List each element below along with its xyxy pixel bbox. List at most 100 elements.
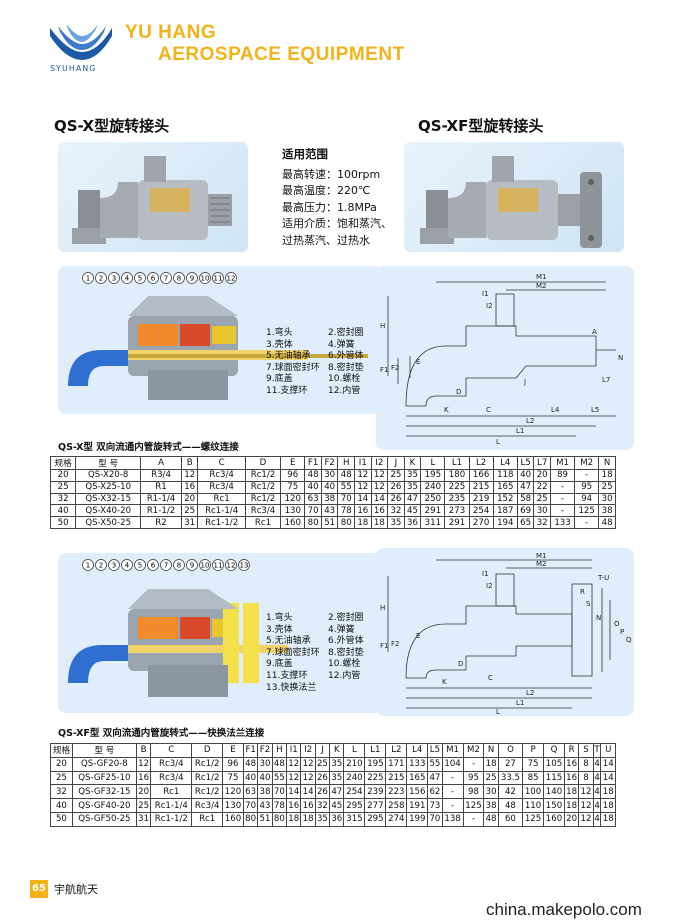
part-number-label: 8 — [177, 562, 181, 570]
column-header: C — [197, 456, 246, 470]
part-number-label: 4 — [125, 275, 130, 283]
dimension-label: M2 — [536, 282, 547, 290]
column-header: Q — [543, 743, 565, 758]
dimension-label: R — [580, 588, 585, 596]
part-number-marker — [212, 272, 224, 284]
table-cell: 12 — [578, 811, 594, 827]
legend-item: 6.外管体 — [328, 351, 364, 362]
part-number-label: 6 — [151, 562, 156, 570]
column-header: L2 — [385, 743, 408, 758]
table-cell: - — [549, 492, 576, 506]
dimension-label: C — [486, 406, 491, 414]
table-cell: 12 — [300, 756, 316, 772]
table-cell: 14 — [354, 492, 372, 506]
column-header: 规格 — [49, 456, 77, 470]
table-cell: 235 — [444, 492, 470, 506]
table-cell: 18 — [300, 811, 316, 827]
column-header: A — [140, 456, 182, 470]
dimension-label: S — [586, 600, 591, 608]
part-number-label: 2 — [99, 275, 103, 283]
table-cell: 18 — [354, 516, 372, 529]
table-cell: QS-X40-20 — [75, 504, 142, 518]
dimension-label: I2 — [486, 302, 493, 310]
column-header: I1 — [354, 456, 372, 470]
column-header: L — [343, 743, 366, 758]
part-number-label: 9 — [190, 275, 194, 283]
dimension-label: L4 — [551, 406, 560, 414]
product-photo-qs-x — [58, 142, 248, 252]
table-cell: 130 — [280, 504, 306, 518]
column-header: F2 — [320, 456, 339, 470]
dimension-label: L — [496, 708, 500, 716]
table-cell: 239 — [364, 784, 387, 800]
table-cell: 35 — [403, 469, 422, 482]
part-number-label: 12 — [227, 562, 236, 570]
legend-item: 3.壳体 — [266, 339, 293, 350]
table-cell: QS-GF50-25 — [71, 811, 137, 827]
dimension-label: C — [488, 674, 493, 682]
table-cell: 26 — [387, 480, 405, 494]
legend-item: 12.内管 — [328, 670, 361, 681]
part-number-marker — [108, 272, 120, 284]
legend-item: 3.壳体 — [266, 624, 293, 635]
table-cell: 115 — [543, 770, 565, 786]
legend-item: 6.外管体 — [328, 636, 364, 647]
table-cell: 20 — [50, 756, 73, 772]
table-cell: 47 — [329, 784, 345, 800]
table-cell: 69 — [516, 504, 535, 518]
table-cell: 273 — [444, 504, 470, 518]
table-cell: 311 — [420, 516, 446, 529]
legend-item: 12.内管 — [328, 385, 361, 396]
part-number-label: 11 — [214, 562, 223, 570]
table-cell: 12 — [370, 469, 389, 482]
table-cell: 43 — [257, 798, 273, 813]
column-header: F2 — [257, 743, 273, 758]
column-header: M1 — [549, 456, 576, 470]
table-cell: - — [549, 504, 576, 518]
table-cell: 48 — [337, 469, 356, 482]
table-cell: 80 — [271, 811, 288, 827]
spec-line: 适用介质：饱和蒸汽、 — [282, 217, 392, 230]
column-header: I1 — [286, 743, 302, 758]
table-cell: 130 — [222, 798, 244, 813]
table-cell: - — [462, 756, 485, 772]
column-header: P — [522, 743, 544, 758]
table-cell: 32 — [50, 784, 73, 800]
column-header: F1 — [242, 743, 259, 758]
legend-item: 5.无油轴承 — [266, 351, 311, 362]
column-header: L4 — [492, 456, 518, 470]
dimension-label: K — [442, 678, 447, 686]
table-cell: - — [441, 784, 464, 800]
legend-item: 11.支撑环 — [266, 670, 308, 681]
spec-line: 最高转速：100rpm — [282, 167, 381, 181]
table-cell: Rc1-1/2 — [197, 516, 246, 529]
table-cell: 36 — [403, 516, 422, 529]
legend-item: 9.底盖 — [266, 659, 293, 670]
legend-item: 9.底盖 — [266, 374, 293, 385]
table-cell: 47 — [427, 770, 443, 786]
table-cell: 25 — [314, 756, 331, 772]
table-cell: 315 — [343, 811, 366, 827]
table-cell: 98 — [462, 784, 485, 800]
table-cell: 4 — [592, 798, 602, 813]
part-number-marker — [212, 559, 224, 571]
legend-row: 5.无油轴承 6.外管体 — [266, 351, 364, 363]
table-cell: 191 — [406, 798, 429, 813]
part-number-marker — [108, 559, 120, 571]
table-cell: 48 — [304, 469, 322, 482]
table-cell: QS-GF20-8 — [71, 756, 137, 772]
table-cell: 291 — [420, 504, 446, 518]
table-cell: 165 — [492, 480, 518, 494]
table-cell: 225 — [444, 480, 470, 494]
table-cell: 4 — [592, 770, 602, 786]
